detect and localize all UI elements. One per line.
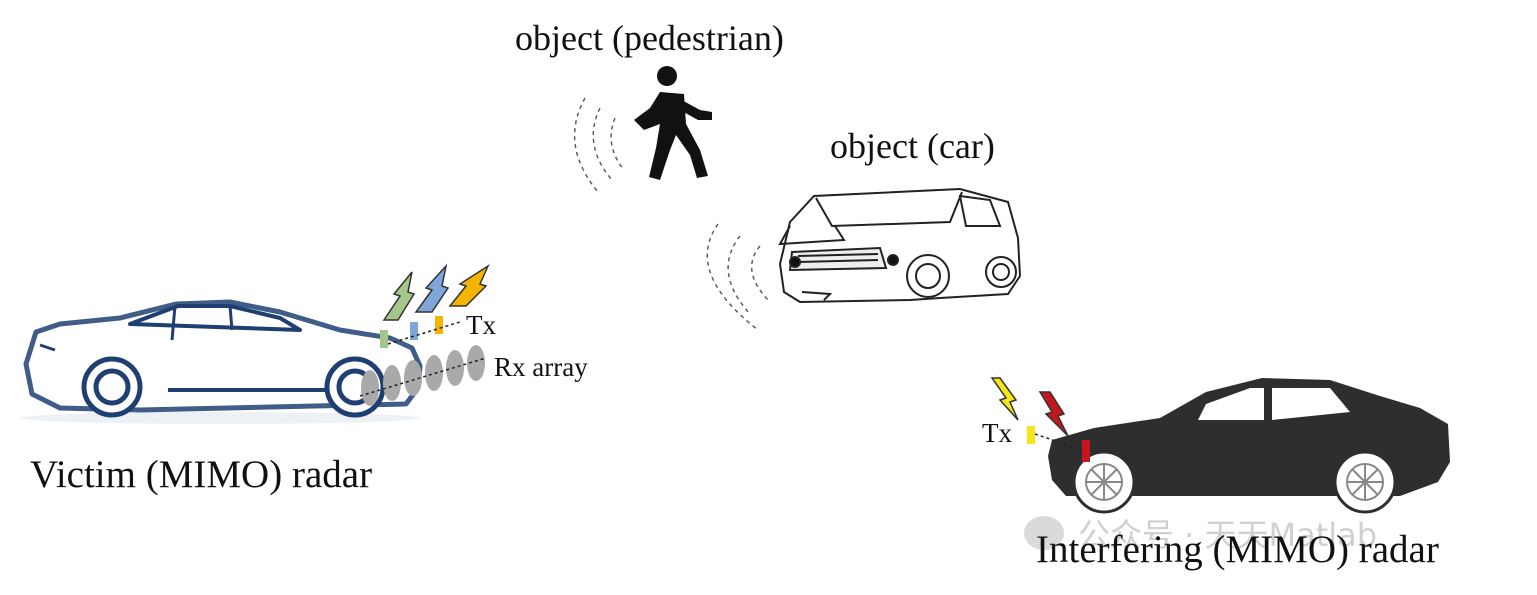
pedestrian-label: object (pedestrian): [515, 18, 784, 58]
pedestrian-echo-waves: [573, 97, 625, 193]
interferer-tx-label: Tx: [982, 418, 1012, 448]
object-car-label: object (car): [830, 126, 995, 166]
watermark: 公众号 · 天天Matlab: [1024, 510, 1377, 556]
victim-tx-label: Tx: [466, 310, 496, 340]
pedestrian-icon: [634, 66, 712, 180]
interfering-car-icon: [1048, 378, 1450, 514]
interferer-tx-antennas: [1027, 426, 1090, 462]
victim-car-shadow: [20, 412, 420, 424]
wechat-icon: [1024, 516, 1064, 550]
victim-tx-signals: [382, 263, 490, 321]
watermark-text: 公众号 · 天天Matlab: [1078, 516, 1378, 554]
victim-tx-antennas: [380, 316, 461, 348]
victim-rx-array: [359, 345, 487, 406]
victim-rx-label: Rx array: [494, 352, 588, 382]
victim-radar-label: Victim (MIMO) radar: [30, 453, 373, 496]
interferer-tx-signals: [990, 377, 1069, 437]
object-car-icon: [778, 187, 1022, 304]
victim-car-icon: [23, 299, 423, 418]
interfering-radar-label: Interfering (MIMO) radar: [1036, 528, 1439, 571]
car-echo-waves: [706, 223, 769, 331]
